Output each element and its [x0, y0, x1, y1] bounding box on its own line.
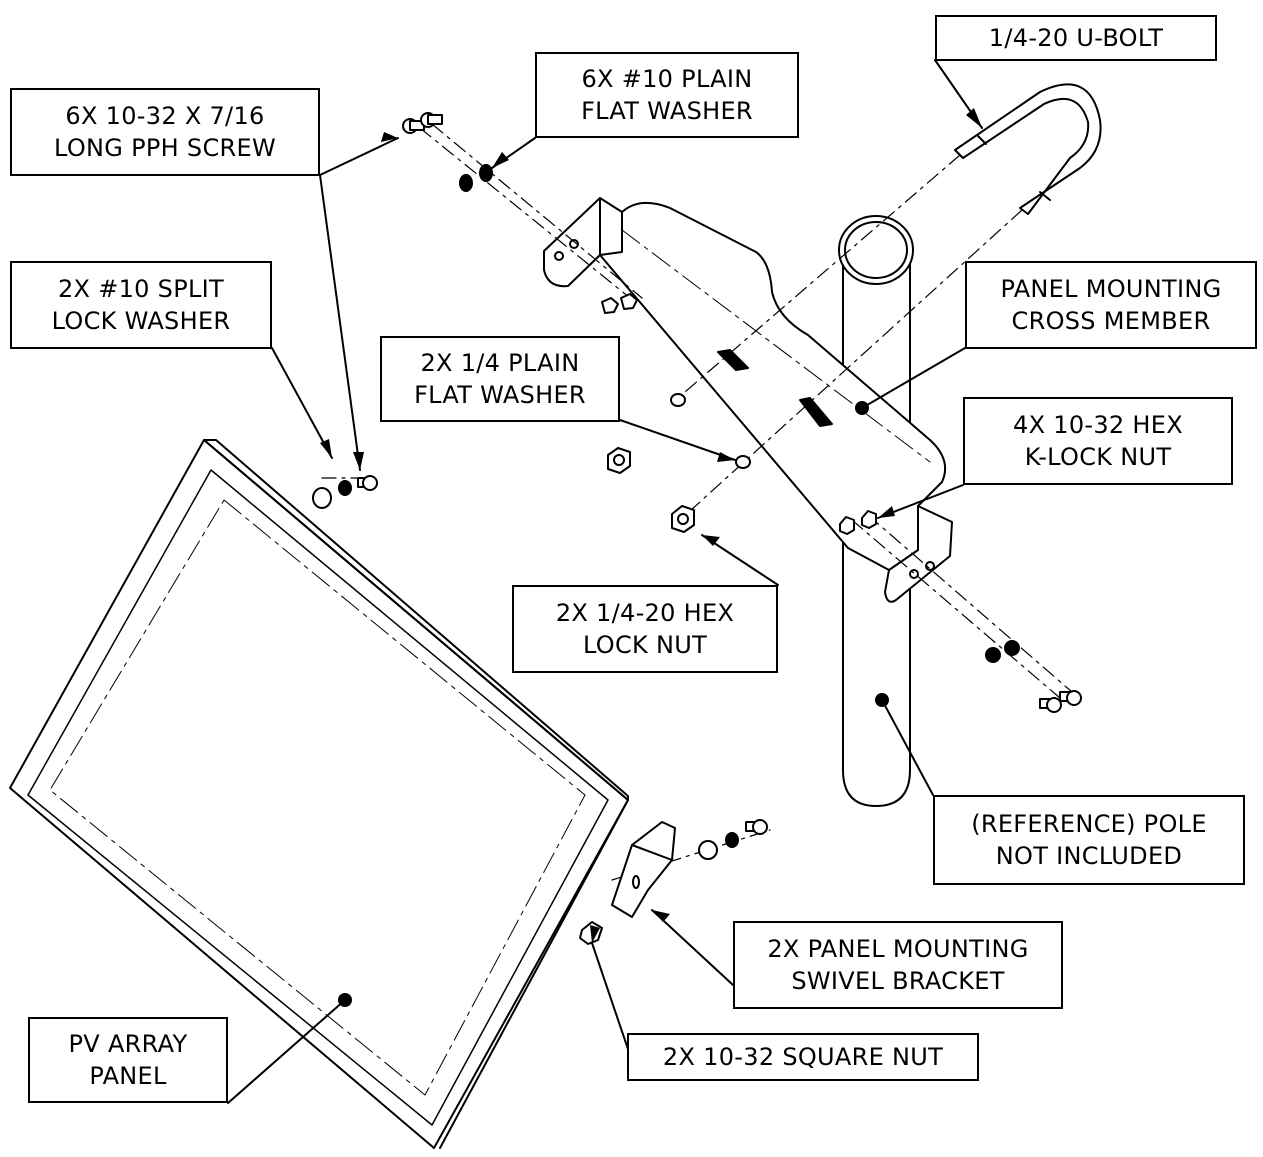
- callout-u-bolt-line-1: 1/4-20 U-BOLT: [988, 24, 1164, 52]
- swivel-bracket-part: [579, 819, 768, 945]
- u-bolt-part: [954, 83, 1102, 215]
- callout-split-lock-washer-line-1: 2X #10 SPLIT: [57, 275, 225, 303]
- callout-pph-screw: 6X 10-32 X 7/16 LONG PPH SCREW: [10, 88, 320, 176]
- lower-right-hardware: [985, 640, 1082, 713]
- callout-swivel-bracket-line-1: 2X PANEL MOUNTING: [767, 935, 1029, 963]
- callout-k-lock-nut-line-1: 4X 10-32 HEX: [1013, 411, 1183, 439]
- callout-pole-line-1: (REFERENCE) POLE: [971, 810, 1207, 838]
- upper-nuts: [601, 293, 638, 314]
- k-lock-nuts: [839, 510, 877, 535]
- callout-swivel-bracket: 2X PANEL MOUNTING SWIVEL BRACKET: [733, 921, 1063, 1009]
- callout-split-lock-washer-line-2: LOCK WASHER: [51, 307, 231, 335]
- callout-cross-member-line-1: PANEL MOUNTING: [1000, 275, 1222, 303]
- callout-u-bolt: 1/4-20 U-BOLT: [935, 15, 1217, 61]
- callout-split-lock-washer: 2X #10 SPLIT LOCK WASHER: [10, 261, 272, 349]
- upper-screws: [402, 112, 443, 134]
- callout-k-lock-nut-line-2: K-LOCK NUT: [1024, 443, 1172, 471]
- assembly-centerlines: [321, 123, 1073, 881]
- callout-square-nut: 2X 10-32 SQUARE NUT: [627, 1033, 979, 1081]
- callout-flat-washer-10: 6X #10 PLAIN FLAT WASHER: [535, 52, 799, 138]
- callout-pole-line-2: NOT INCLUDED: [995, 842, 1183, 870]
- callout-cross-member-line-2: CROSS MEMBER: [1011, 307, 1211, 335]
- callout-hex-lock-nut-line-1: 2X 1/4-20 HEX: [555, 599, 735, 627]
- callout-swivel-bracket-line-2: SWIVEL BRACKET: [791, 967, 1005, 995]
- callout-flat-washer-10-line-1: 6X #10 PLAIN: [581, 65, 753, 93]
- callout-pv-panel-line-1: PV ARRAY: [68, 1030, 188, 1058]
- callout-flat-washer-quarter-line-1: 2X 1/4 PLAIN: [420, 349, 580, 377]
- callout-flat-washer-quarter-line-2: FLAT WASHER: [414, 381, 586, 409]
- callout-hex-lock-nut: 2X 1/4-20 HEX LOCK NUT: [512, 585, 778, 673]
- callout-pv-panel: PV ARRAY PANEL: [28, 1017, 228, 1103]
- hex-lock-nuts: [607, 447, 695, 533]
- callout-pole: (REFERENCE) POLE NOT INCLUDED: [933, 795, 1245, 885]
- callout-flat-washer-quarter: 2X 1/4 PLAIN FLAT WASHER: [380, 336, 620, 422]
- leader-dots: [338, 401, 889, 1007]
- callout-pv-panel-line-2: PANEL: [89, 1062, 167, 1090]
- quarter-washers: [670, 393, 751, 469]
- callout-pph-screw-line-2: LONG PPH SCREW: [54, 134, 276, 162]
- pv-panel-part: [9, 439, 629, 1149]
- split-lock-hardware: [312, 475, 378, 509]
- cross-member-part: [543, 197, 953, 603]
- callout-cross-member: PANEL MOUNTING CROSS MEMBER: [965, 261, 1257, 349]
- callout-k-lock-nut: 4X 10-32 HEX K-LOCK NUT: [963, 397, 1233, 485]
- callout-flat-washer-10-line-2: FLAT WASHER: [581, 97, 753, 125]
- callout-pph-screw-line-1: 6X 10-32 X 7/16: [65, 102, 265, 130]
- upper-washers: [459, 164, 493, 192]
- callout-hex-lock-nut-line-2: LOCK NUT: [582, 631, 708, 659]
- leader-arrowheads: [320, 108, 982, 943]
- callout-square-nut-line-1: 2X 10-32 SQUARE NUT: [662, 1043, 944, 1071]
